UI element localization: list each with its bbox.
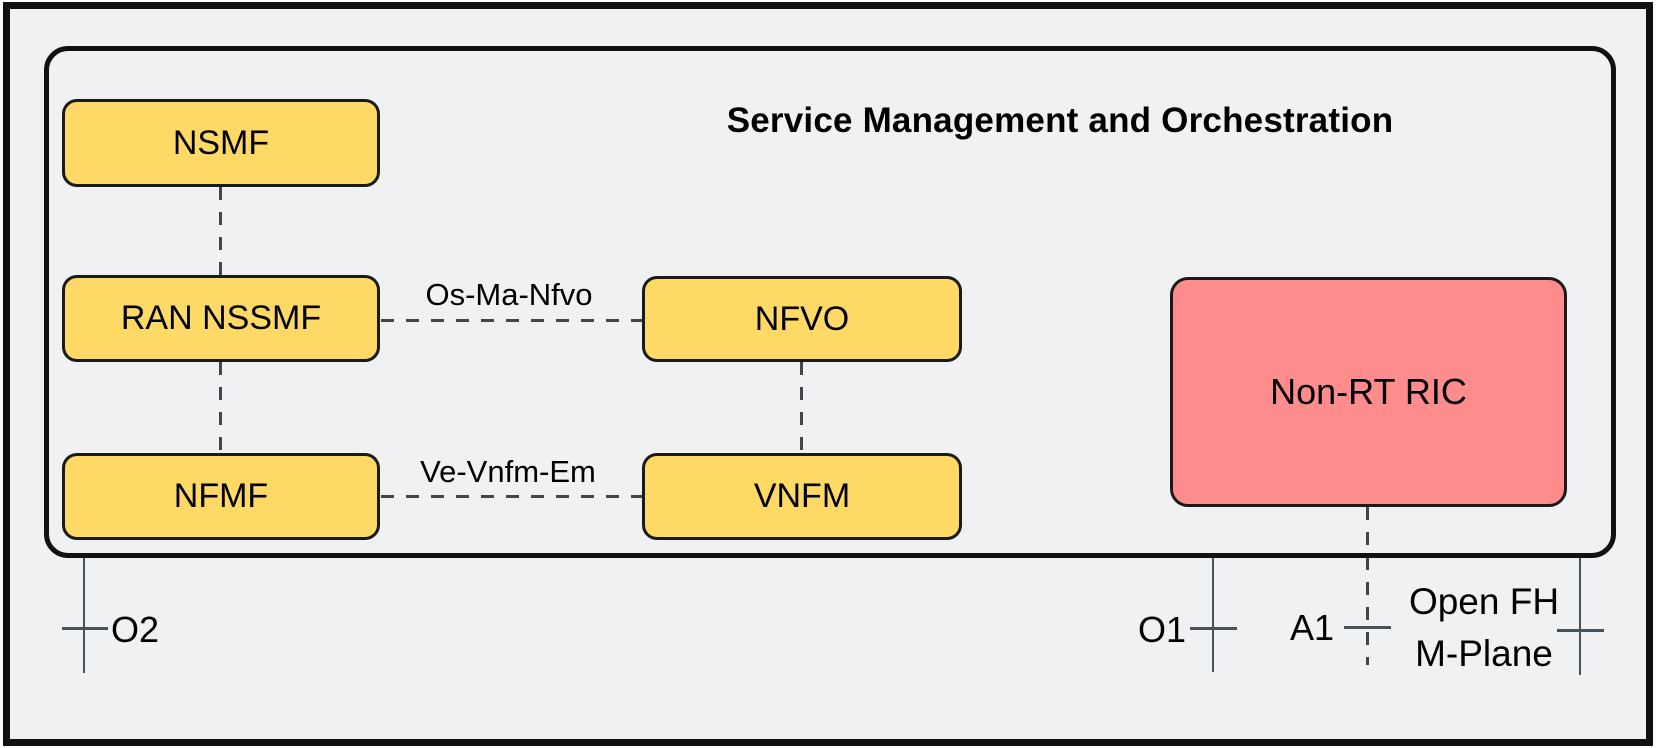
- node-ran-nssmf-label: RAN NSSMF: [120, 299, 322, 337]
- connector-ve-vnfm-em: [381, 495, 642, 498]
- a1-interface-tick: [1344, 626, 1391, 629]
- node-nfmf: NFMF: [62, 453, 380, 540]
- o1-interface-label: O1: [1137, 609, 1186, 650]
- o2-interface-label: O2: [111, 609, 160, 650]
- node-nfvo: NFVO: [642, 276, 962, 362]
- node-nfmf-label: NFMF: [173, 477, 269, 515]
- open-fh-interface-line: [1579, 557, 1581, 675]
- open-fh-label-line1: Open FH: [1408, 581, 1560, 622]
- edge-label-os-ma-nfvo: Os-Ma-Nfvo: [425, 277, 593, 312]
- node-non-rt-ric-label: Non-RT RIC: [1270, 371, 1467, 412]
- node-vnfm: VNFM: [642, 453, 962, 540]
- o2-interface-line: [83, 558, 85, 673]
- open-fh-label-line2: M-Plane: [1415, 633, 1553, 674]
- node-nfvo-label: NFVO: [754, 299, 850, 338]
- edge-label-ve-vnfm-em: Ve-Vnfm-Em: [420, 454, 596, 489]
- connector-a1-interface: [1366, 507, 1369, 665]
- connector-nsmf-ran-nssmf: [219, 187, 222, 276]
- o1-interface-line: [1212, 558, 1214, 672]
- open-fh-m-plane-interface-label: Open FH M-Plane: [1384, 576, 1584, 680]
- o2-interface-tick: [62, 627, 108, 630]
- connector-os-ma-nfvo: [381, 319, 642, 322]
- a1-interface-label: A1: [1289, 607, 1334, 648]
- o1-interface-tick: [1190, 627, 1237, 630]
- smo-title: Service Management and Orchestration: [726, 101, 1394, 140]
- open-fh-interface-tick: [1557, 629, 1604, 632]
- smo-container-box: [44, 46, 1616, 558]
- node-vnfm-label: VNFM: [753, 477, 851, 515]
- connector-ran-nssmf-nfmf: [219, 362, 222, 453]
- node-nsmf-label: NSMF: [172, 123, 270, 162]
- node-nsmf: NSMF: [62, 99, 380, 187]
- connector-nfvo-vnfm: [800, 362, 803, 453]
- node-non-rt-ric: Non-RT RIC: [1170, 277, 1567, 507]
- node-ran-nssmf: RAN NSSMF: [62, 275, 380, 362]
